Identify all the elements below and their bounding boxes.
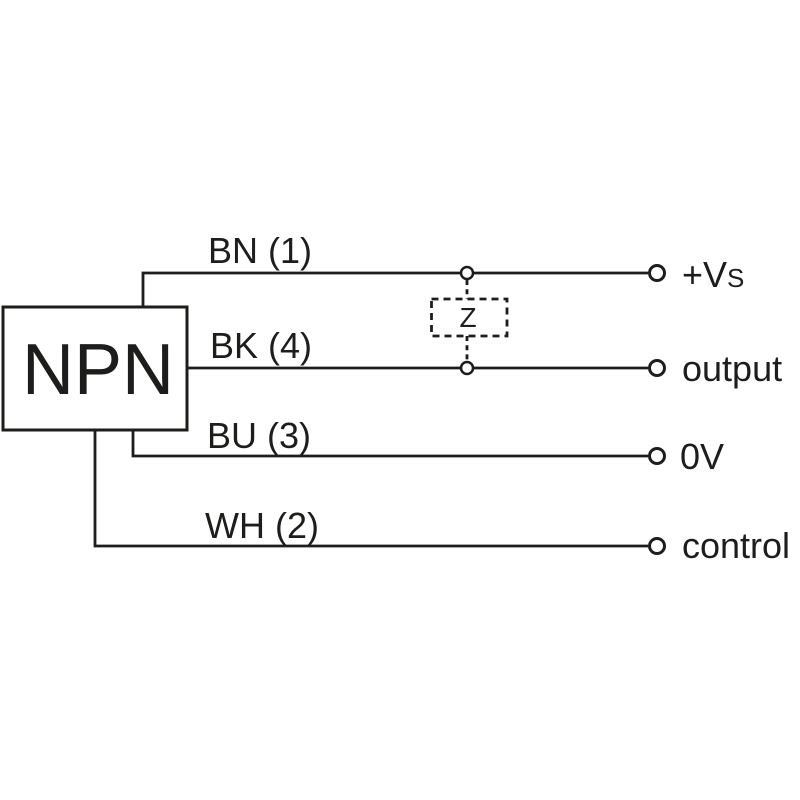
terminal-label-vs-main: +V [682,254,727,295]
terminal-circle-zero-volt [648,447,666,465]
wire-label-wh: WH (2) [205,505,319,546]
wire-label-bk: BK (4) [210,325,312,366]
wire-label-bn: BN (1) [208,230,312,271]
wire-bu [131,430,648,458]
terminal-label-zero-volt: 0V [680,436,724,477]
terminal-circle-control [648,537,666,555]
terminal-label-vs-subscript: S [727,263,744,293]
junction-dot-bk [459,360,475,376]
junction-dot-bn [459,265,475,281]
wire-bn [141,271,648,307]
impedance-box [430,297,509,338]
terminal-label-output: output [682,348,782,389]
device-label: NPN [22,330,174,410]
impedance-label: Z [459,302,476,333]
terminal-label-vs: +VS [682,254,744,295]
device-box [1,305,189,432]
terminal-circle-output [648,359,666,377]
wire-wh [93,430,648,548]
terminal-label-control: control [682,525,790,566]
wire-label-bu: BU (3) [207,415,311,456]
terminal-circle-vs [648,264,666,282]
